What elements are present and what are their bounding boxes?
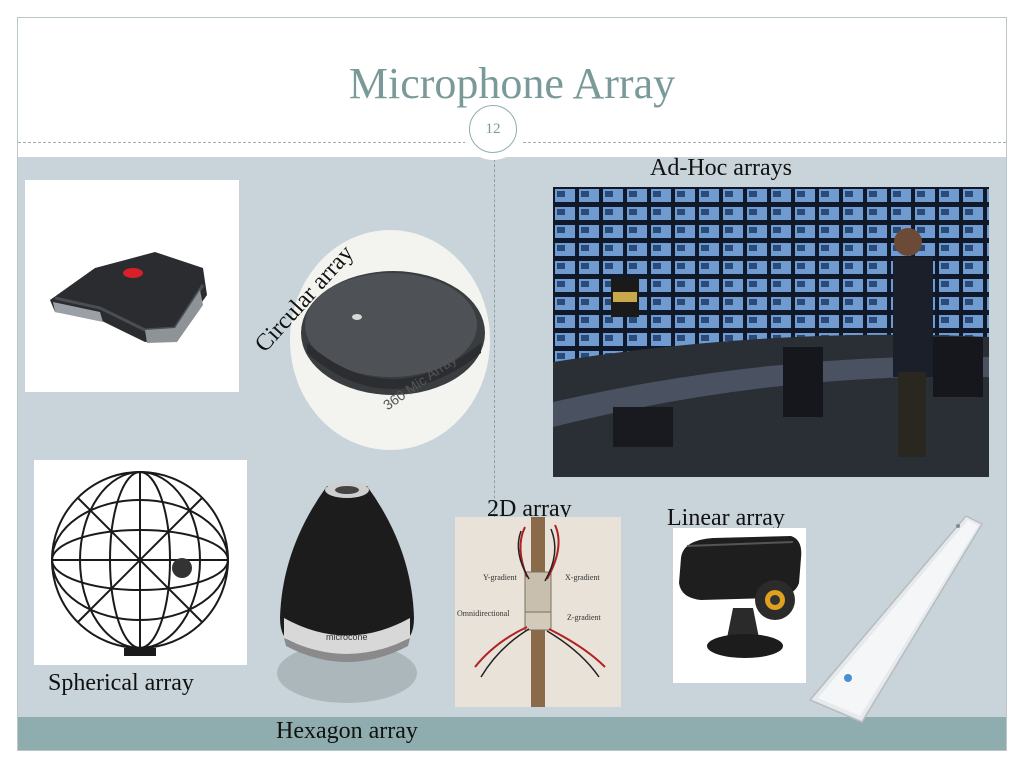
linear-bar-device-image — [808, 510, 988, 725]
linear-array-label: Linear array — [667, 505, 785, 531]
page-number: 12 — [469, 105, 517, 153]
hexagon-array-label: Hexagon array — [276, 718, 418, 744]
footer-band — [18, 717, 1006, 750]
vertical-divider — [494, 139, 495, 699]
hexagon-array-image: microcone — [272, 478, 422, 718]
z-gradient-text: Z-gradient — [567, 613, 601, 622]
microcone-text: microcone — [326, 632, 368, 642]
spherical-array-label: Spherical array — [48, 670, 194, 696]
spherical-array-image — [34, 460, 247, 665]
y-gradient-text: Y-gradient — [483, 573, 517, 582]
x-gradient-text: X-gradient — [565, 573, 600, 582]
circular-array-image: 360 Mic Array — [285, 225, 495, 455]
linear-array-image — [673, 528, 806, 683]
adhoc-arrays-label: Ad-Hoc arrays — [650, 155, 792, 181]
2d-array-image: Y-gradient X-gradient Omnidirectional Z-… — [455, 517, 621, 707]
slide-title: Microphone Array — [348, 59, 676, 108]
speakerphone-image — [25, 180, 239, 392]
adhoc-arrays-image — [553, 187, 989, 477]
omnidirectional-text: Omnidirectional — [457, 609, 510, 618]
